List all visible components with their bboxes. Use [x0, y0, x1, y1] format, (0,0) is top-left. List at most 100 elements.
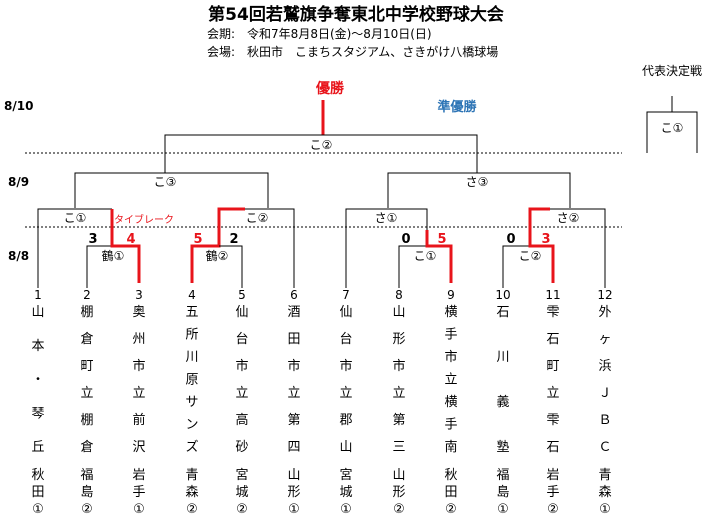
team-name-char: 市 — [392, 358, 405, 374]
team-prefecture-char: 宮 — [235, 467, 248, 483]
team-name-char: 奥 — [132, 305, 145, 320]
semi-left-label: こ③ — [154, 175, 177, 189]
team-prefecture-char: 田 — [31, 485, 44, 500]
team-name-char: 塾 — [496, 439, 509, 455]
r1-3-label: こ① — [414, 249, 437, 263]
team-prefecture-char: 森 — [185, 485, 198, 500]
qf1-bracket — [37, 208, 112, 288]
team-name-char: 倉 — [80, 440, 93, 455]
team-name-char: Ｂ — [598, 413, 611, 428]
qf4-bracket — [550, 208, 606, 288]
team-seed-number: 8 — [395, 288, 403, 302]
team-list: 1山本・琴丘秋田①2棚倉町立棚倉福島②3奥州市立前沢岩手①4五所川原サンズ青森②… — [31, 288, 612, 517]
venue-text: 会場: 秋田市 こまちスタジアム、さきがけ八橋球場 — [207, 44, 498, 59]
team-prefecture-char: 秋 — [444, 468, 457, 483]
r1-4-score-right: 3 — [541, 232, 550, 247]
r1-2-bracket — [219, 245, 243, 288]
team-prefecture-char: 城 — [339, 485, 352, 500]
team-prefecture-char: ① — [32, 502, 44, 517]
r1-2-score-left: 5 — [193, 232, 202, 247]
team-seed-number: 5 — [238, 288, 246, 302]
team-name-char: 仙 — [235, 305, 248, 320]
team-name-char: 手 — [444, 418, 457, 433]
date-label-day2: 8/9 — [8, 175, 29, 189]
team-prefecture-char: 青 — [185, 468, 198, 483]
team-name-char: 石 — [546, 440, 559, 455]
tiebreak-note: タイブレーク — [114, 213, 174, 226]
qf2-label: こ② — [246, 211, 269, 225]
team-prefecture-char: 秋 — [31, 468, 44, 483]
r1-3-bracket — [398, 245, 427, 288]
team-name-char: 南 — [444, 439, 457, 455]
team-name-char: 三 — [392, 440, 405, 455]
team-name-char: 山 — [392, 305, 405, 320]
team-seed-number: 7 — [342, 288, 350, 302]
team-name-char: 市 — [235, 358, 248, 374]
team-name-char: 第 — [287, 413, 300, 428]
team-prefecture-char: 島 — [80, 485, 93, 500]
team-name-char: 立 — [444, 373, 457, 388]
r1-4-score-left: 0 — [506, 232, 515, 247]
team-prefecture-char: 岩 — [546, 468, 559, 483]
team-name-char: 石 — [546, 332, 559, 347]
team-name-char: 所 — [185, 328, 198, 343]
qf1-label: こ① — [64, 211, 87, 225]
team-name-char: 横 — [444, 305, 457, 320]
team-name-char: 市 — [339, 358, 352, 374]
team-seed-number: 3 — [135, 288, 143, 302]
team-name-char: 酒 — [287, 305, 300, 320]
team-prefecture-char: 手 — [546, 485, 559, 500]
team-name-char: 山 — [339, 440, 352, 455]
team-prefecture-char: 山 — [392, 468, 405, 483]
semi-left-bracket — [74, 172, 269, 208]
team-name-char: 立 — [132, 386, 145, 401]
team-name-char: 前 — [132, 412, 145, 428]
team-name-char: 台 — [339, 332, 352, 347]
team-prefecture-char: 形 — [392, 485, 405, 500]
playoff-bracket — [646, 111, 698, 153]
team-prefecture-char: 岩 — [132, 468, 145, 483]
team-name-char: 五 — [185, 305, 198, 320]
team-prefecture-char: ① — [599, 502, 611, 517]
team-name-char: 立 — [235, 386, 248, 401]
team-prefecture-char: 手 — [132, 485, 145, 500]
r1-2-score-right: 2 — [229, 232, 238, 247]
team-name-char: 町 — [80, 359, 93, 374]
playoff-title: 代表決定戦 — [642, 63, 702, 78]
team-prefecture-char: ① — [340, 502, 352, 517]
team-prefecture-char: 田 — [444, 485, 457, 500]
team-seed-number: 12 — [597, 288, 612, 302]
team-name-char: Ｃ — [598, 440, 611, 455]
team-name-char: 仙 — [339, 305, 352, 320]
team-name-char: 市 — [287, 358, 300, 374]
r1-1-score-left: 3 — [88, 232, 97, 247]
team-name-char: 四 — [287, 440, 300, 455]
team-prefecture-char: ② — [393, 502, 405, 517]
qf2-bracket — [245, 208, 295, 288]
team-name-char: 台 — [235, 332, 248, 347]
team-prefecture-char: ② — [547, 502, 559, 517]
team-prefecture-char: 青 — [598, 468, 611, 483]
r1-3-score-right: 5 — [437, 232, 446, 247]
final-bracket — [164, 134, 478, 168]
team-name-char: ・ — [31, 373, 44, 388]
team-name-char: 川 — [185, 350, 198, 365]
team-prefecture-char: 宮 — [339, 467, 352, 483]
team-name-char: 立 — [392, 386, 405, 401]
team-prefecture-char: ① — [288, 502, 300, 517]
team-name-char: 丘 — [31, 440, 44, 455]
team-name-char: 石 — [496, 305, 509, 320]
qf3-label: さ① — [375, 211, 398, 225]
team-name-char: 棚 — [80, 413, 93, 428]
team-name-char: 倉 — [80, 332, 93, 347]
team-name-char: 形 — [392, 332, 405, 347]
team-name-char: 町 — [546, 359, 559, 374]
team-prefecture-char: ② — [445, 502, 457, 517]
team-seed-number: 1 — [34, 288, 42, 302]
team-prefecture-char: ② — [186, 502, 198, 517]
qf4-label: さ② — [557, 211, 580, 225]
team-name-char: ン — [185, 418, 198, 433]
r1-3-score-left: 0 — [401, 232, 410, 247]
team-name-char: ズ — [185, 439, 198, 455]
team-name-char: 砂 — [235, 440, 248, 455]
